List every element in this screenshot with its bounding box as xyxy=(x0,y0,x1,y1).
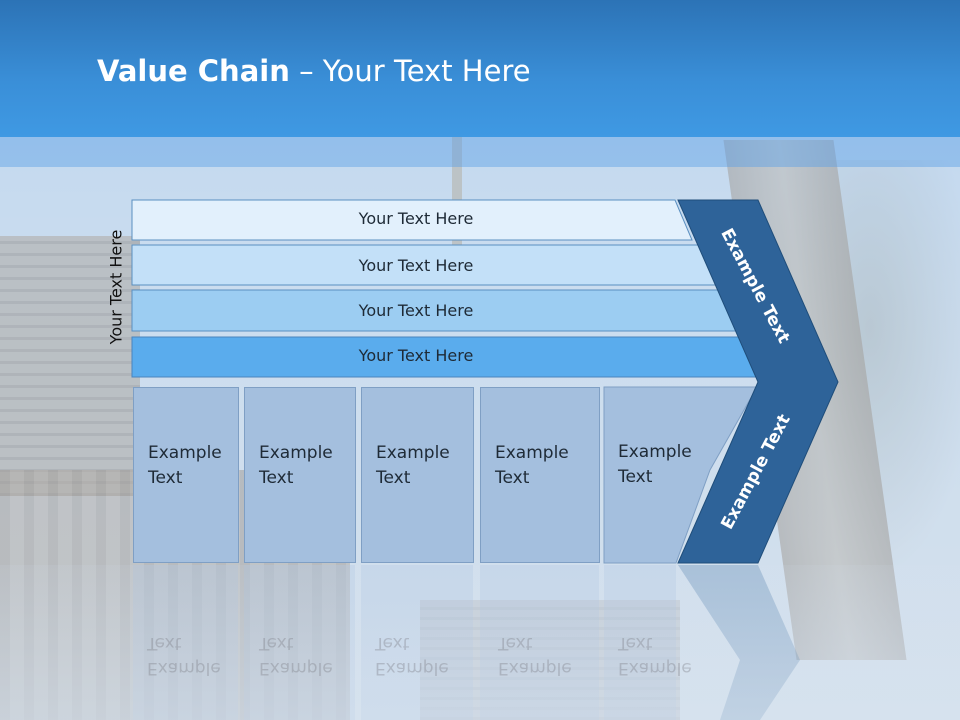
column-5-shape[interactable] xyxy=(603,386,758,564)
title-bold: Value Chain xyxy=(97,54,290,88)
slide-title[interactable]: Value Chain – Your Text Here xyxy=(97,54,531,88)
row-3-label: Your Text Here xyxy=(358,301,474,320)
row-2-label: Your Text Here xyxy=(358,256,474,275)
vertical-label[interactable]: Your Text Here xyxy=(106,229,126,345)
header-bar xyxy=(0,0,960,137)
row-1-shape[interactable] xyxy=(131,199,693,241)
chevron-arrow[interactable] xyxy=(677,199,839,564)
row-1-label: Your Text Here xyxy=(358,209,474,228)
row-4-label: Your Text Here xyxy=(358,346,474,365)
header-band xyxy=(0,137,960,167)
wooden-pole xyxy=(452,137,462,257)
reflection-fade xyxy=(0,565,960,720)
title-rest: – Your Text Here xyxy=(289,54,531,88)
roof-left xyxy=(0,236,140,496)
